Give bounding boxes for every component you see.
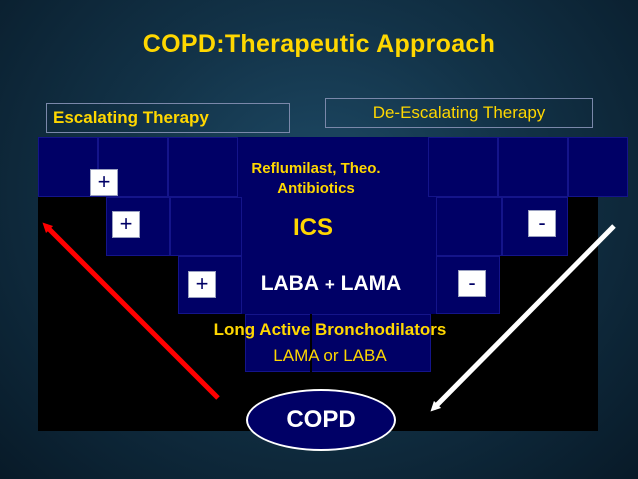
escalating-therapy-label: Escalating Therapy (46, 103, 290, 133)
tier-top-line2: Antibiotics (277, 180, 355, 197)
tier-bronchodilators-band (245, 314, 431, 372)
plus-sign-laba-lama: + (188, 271, 216, 298)
plus-word: + (324, 275, 335, 294)
plus-sign-top: + (90, 169, 118, 196)
tier-ics-band (106, 197, 568, 256)
escalate-arrow (42, 222, 220, 400)
copd-label: COPD (286, 406, 356, 433)
copd-oval: COPD (246, 389, 396, 451)
tier-bronch-line2: LAMA or LABA (273, 346, 387, 365)
lama-label: LAMA (340, 272, 402, 295)
minus-sign-laba-lama: - (458, 270, 486, 297)
slide-title: COPD:Therapeutic Approach (142, 30, 496, 58)
tier-laba-lama-band (178, 256, 500, 314)
tier-top-band (38, 137, 628, 197)
minus-sign-ics: - (528, 210, 556, 237)
laba-label: LABA (260, 272, 320, 295)
tier-bronch-line1: Long Active Bronchodilators (213, 320, 447, 339)
deescalate-arrow (430, 224, 616, 412)
tier-laba-lama-label: LABA + LAMA (236, 272, 426, 296)
plus-sign-ics: + (112, 211, 140, 238)
vertical-slice (310, 314, 312, 372)
tier-top-line1: Reflumilast, Theo. (251, 160, 381, 177)
tier-ics-label: ICS (292, 214, 333, 241)
deescalating-therapy-label: De-Escalating Therapy (325, 98, 593, 128)
